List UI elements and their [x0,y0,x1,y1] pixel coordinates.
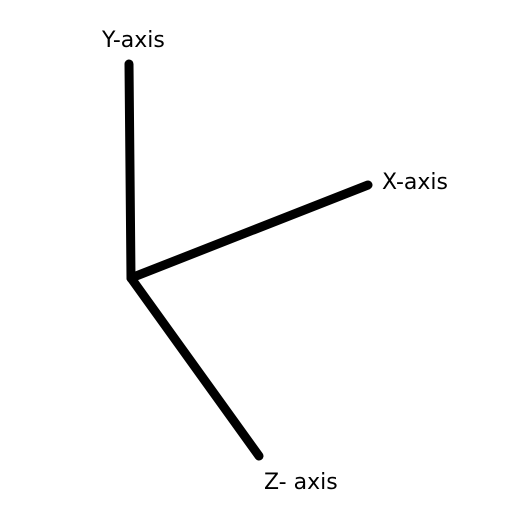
x-axis-label: X-axis [382,170,448,195]
z-axis-label: Z- axis [264,470,338,495]
z-axis-line [126,273,264,461]
y-axis-line [124,59,136,283]
x-axis-line [126,180,373,283]
y-axis-label: Y-axis [101,28,165,53]
